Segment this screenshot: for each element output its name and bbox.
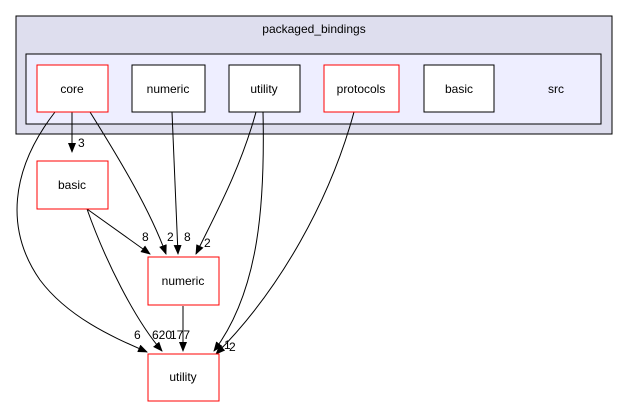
edges: 3 2 6 8 620 8 2 1 177 2: [16, 111, 355, 355]
edge-label-core-basic: 3: [78, 136, 85, 150]
node-basic[interactable]: basic: [36, 160, 109, 210]
node-protocols[interactable]: protocols: [323, 64, 400, 113]
edge-label-utilitysrc-utility: 1: [224, 338, 231, 352]
node-utility-src[interactable]: utility: [228, 64, 301, 113]
node-protocols-label: protocols: [337, 82, 386, 96]
node-numeric[interactable]: numeric: [147, 256, 220, 306]
edge-core-utility: [16, 111, 148, 353]
edge-label-protocols-utility: 2: [229, 340, 236, 354]
edge-basic-utility: [86, 208, 163, 352]
edge-label-basic-numeric: 8: [142, 230, 149, 244]
edge-label-core-utility: 6: [134, 328, 141, 342]
edge-label-numeric-utility: 177: [170, 328, 190, 342]
edge-utilitysrc-numeric: [195, 111, 257, 255]
node-basic-src-label: basic: [445, 82, 473, 96]
node-utility-src-label: utility: [250, 82, 277, 96]
node-numeric-src[interactable]: numeric: [131, 64, 206, 113]
cluster-src-label: src: [548, 82, 564, 96]
node-utility-label: utility: [169, 370, 196, 384]
node-core-label: core: [60, 82, 84, 96]
edge-basic-numeric: [86, 208, 151, 255]
edge-core-numeric: [89, 111, 167, 255]
node-numeric-label: numeric: [162, 274, 205, 288]
node-basic-label: basic: [58, 178, 86, 192]
cluster-packaged-bindings-label: packaged_bindings: [262, 22, 365, 36]
node-utility[interactable]: utility: [147, 353, 220, 402]
edge-protocols-utility: [215, 111, 355, 355]
node-basic-src[interactable]: basic: [423, 64, 495, 113]
node-core[interactable]: core: [36, 64, 109, 113]
edge-label-basic-utility: 620: [152, 328, 172, 342]
cluster-src[interactable]: src: [25, 53, 602, 125]
edge-label-core-numeric: 2: [167, 230, 174, 244]
edge-utilitysrc-utility: [213, 111, 264, 352]
edge-label-numericsrc-numeric: 8: [184, 230, 191, 244]
edge-label-utilitysrc-numeric: 2: [204, 236, 211, 250]
edge-numericsrc-numeric: [171, 111, 182, 255]
node-numeric-src-label: numeric: [147, 82, 190, 96]
